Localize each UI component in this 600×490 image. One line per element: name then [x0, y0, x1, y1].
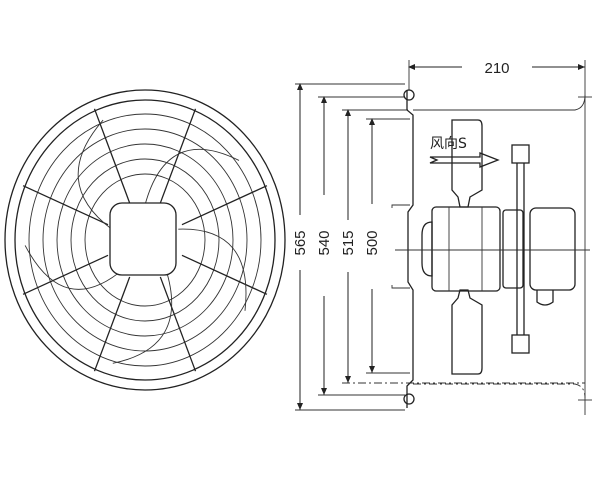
bracket-foot-top: [511, 144, 530, 164]
guard-spoke: [181, 185, 268, 226]
guard-spoke: [159, 276, 197, 372]
motor-rotor: [431, 206, 501, 292]
height-dim-540: 540: [316, 96, 405, 396]
fan-blade-outline: [24, 245, 125, 290]
height-dim-500: 500: [364, 118, 410, 374]
mount-bolt-top: [403, 89, 415, 101]
mounting-plate: [406, 90, 414, 408]
motor-flange: [502, 209, 524, 289]
guard-ring: [14, 99, 276, 381]
dim-label-565: 565: [292, 230, 309, 255]
fan-side-view: 210 565 540 515 500: [292, 60, 592, 415]
guard-spoke: [22, 185, 109, 226]
guard-spoke: [93, 108, 131, 204]
guard-top-edge: [413, 94, 586, 111]
guard-spoke: [159, 108, 197, 204]
fan-guard-front-view: [4, 89, 286, 391]
height-dim-565: 565: [292, 83, 405, 411]
depth-dim-label: 210: [484, 60, 509, 77]
bracket-foot-bottom: [511, 334, 530, 354]
motor-hub-front: [109, 202, 177, 276]
guard-ring: [42, 128, 248, 352]
motor-front-cap: [421, 221, 433, 277]
height-dim-515: 515: [340, 109, 585, 384]
dim-label-540: 540: [316, 230, 333, 255]
fan-blade-outline: [178, 228, 247, 311]
blade-lower: [451, 289, 483, 375]
airflow-arrow-icon: [429, 152, 500, 168]
guard-ring: [84, 173, 206, 307]
cable-gland: [536, 290, 554, 306]
fan-blade-outline: [144, 148, 240, 206]
guard-bottom-edge: [413, 383, 586, 399]
fan-blade-outline: [77, 119, 112, 230]
guard-ring: [28, 113, 262, 367]
dim-label-500: 500: [364, 230, 381, 255]
guard-ring: [56, 143, 234, 337]
guard-ring: [4, 89, 286, 391]
airflow-direction-label: 风向S: [430, 136, 467, 152]
guard-spoke: [181, 254, 268, 295]
fan-blades-front: [24, 119, 247, 364]
guard-spoke: [22, 254, 109, 295]
dim-label-515: 515: [340, 230, 357, 255]
motor-housing: [529, 207, 576, 291]
fan-blade-outline: [112, 268, 173, 364]
guard-spoke: [93, 276, 131, 372]
mount-bolt-bottom: [403, 393, 415, 405]
guard-rings: [4, 89, 286, 391]
guard-ring: [70, 158, 220, 322]
guard-spokes: [22, 108, 268, 372]
